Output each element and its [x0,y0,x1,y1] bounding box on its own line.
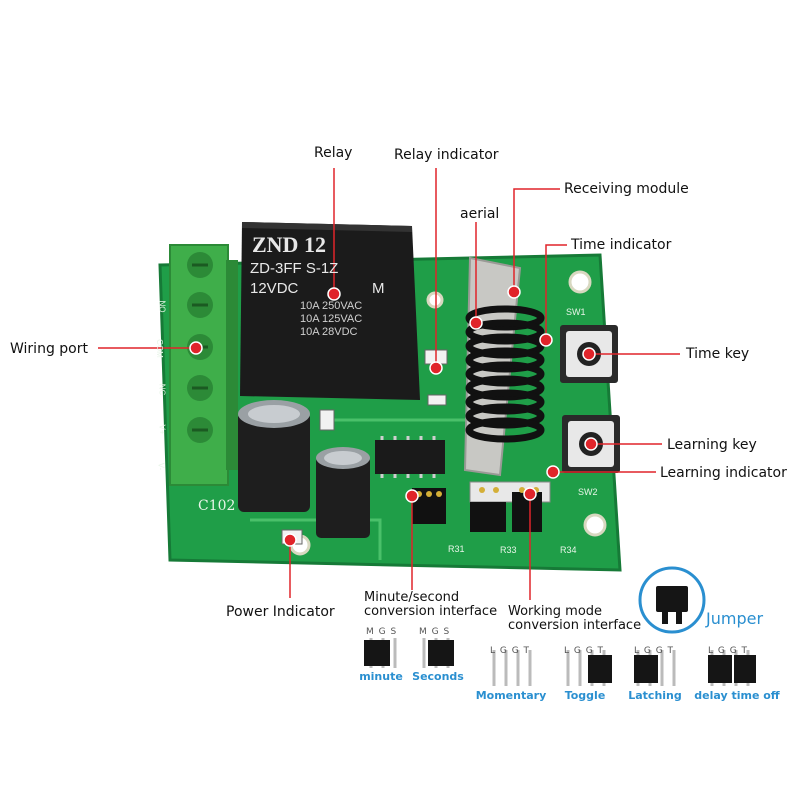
silk-term-nc: NC [157,383,167,396]
relay-voltage: 12VDC [250,280,299,297]
pcb-trace [250,518,382,560]
relay-rating-3: 10A 28VDC [300,326,358,338]
silk-term-no: NO [157,300,167,313]
capacitor-small [316,447,370,538]
relay-body [240,222,420,400]
jumper-icon [638,566,706,634]
relay-rating-2: 10A 125VAC [300,313,363,325]
label-working-mode-2: conversion interface [508,618,642,633]
silk-term-plus: V+ [157,424,167,435]
silk-r34: R34 [560,545,577,555]
mount-hole [568,270,592,294]
silk-term-com: COM [154,339,164,358]
silk-c102: C102 [198,498,236,514]
lggt-delay-diagram [708,650,756,686]
mgs-minute-diagram [364,638,397,668]
lggt-pins-latching: L G G T [634,646,675,656]
caption-toggle: Toggle [564,689,606,702]
silk-term-minus: V- [156,462,166,471]
label-learning-key: Learning key [667,437,757,453]
mgs-seconds-diagram [422,638,454,668]
label-minute-second-2: conversion interface [364,604,498,619]
silk-sw2: SW2 [578,487,598,497]
label-aerial: aerial [460,206,500,222]
capacitor-large [238,400,310,512]
label-wiring-port: Wiring port [10,341,88,357]
aerial-coil [465,305,545,443]
label-relay: Relay [314,145,353,161]
lggt-pins-toggle: L G G T [564,646,605,656]
label-receiving-module: Receiving module [564,181,689,197]
relay-model: ZD-3FF S-1Z [250,260,339,277]
terminal-block [169,244,229,486]
label-relay-indicator: Relay indicator [394,147,499,163]
caption-latching: Latching [628,689,682,702]
relay-rating-1: 10A 250VAC [300,300,363,312]
callout-dots [189,285,598,547]
ic-chip [375,440,445,474]
caption-delay-time-off: delay time off [694,689,780,702]
label-time-indicator: Time indicator [571,237,672,253]
relay-suffix: M [372,280,385,297]
callout-lines [98,168,680,600]
caption-minute: minute [359,670,403,683]
lggt-pins-momentary: L G G T [490,646,531,656]
terminal-screws [187,252,213,443]
mgs-pins-minute: M G S [366,627,398,637]
caption-momentary: Momentary [475,689,547,702]
lggt-pins-delay: L G G T [708,646,749,656]
lggt-latching-diagram [634,650,676,686]
label-learning-indicator: Learning indicator [660,465,787,481]
mount-hole [583,513,607,537]
label-working-mode-1: Working mode [508,604,603,619]
lggt-momentary-diagram [492,650,532,686]
silk-sw1: SW1 [566,307,586,317]
mgs-pins-seconds: M G S [419,627,451,637]
label-power-indicator: Power Indicator [226,604,335,620]
silk-r33: R33 [500,545,517,555]
jumper-title: Jumper [706,609,764,628]
caption-seconds: Seconds [412,670,464,683]
mount-hole [426,291,444,309]
label-minute-second-1: Minute/second [364,590,460,605]
relay-brand: ZND 12 [252,232,326,257]
silk-r31: R31 [448,544,465,554]
lggt-toggle-diagram [566,650,612,686]
label-time-key: Time key [686,346,750,362]
